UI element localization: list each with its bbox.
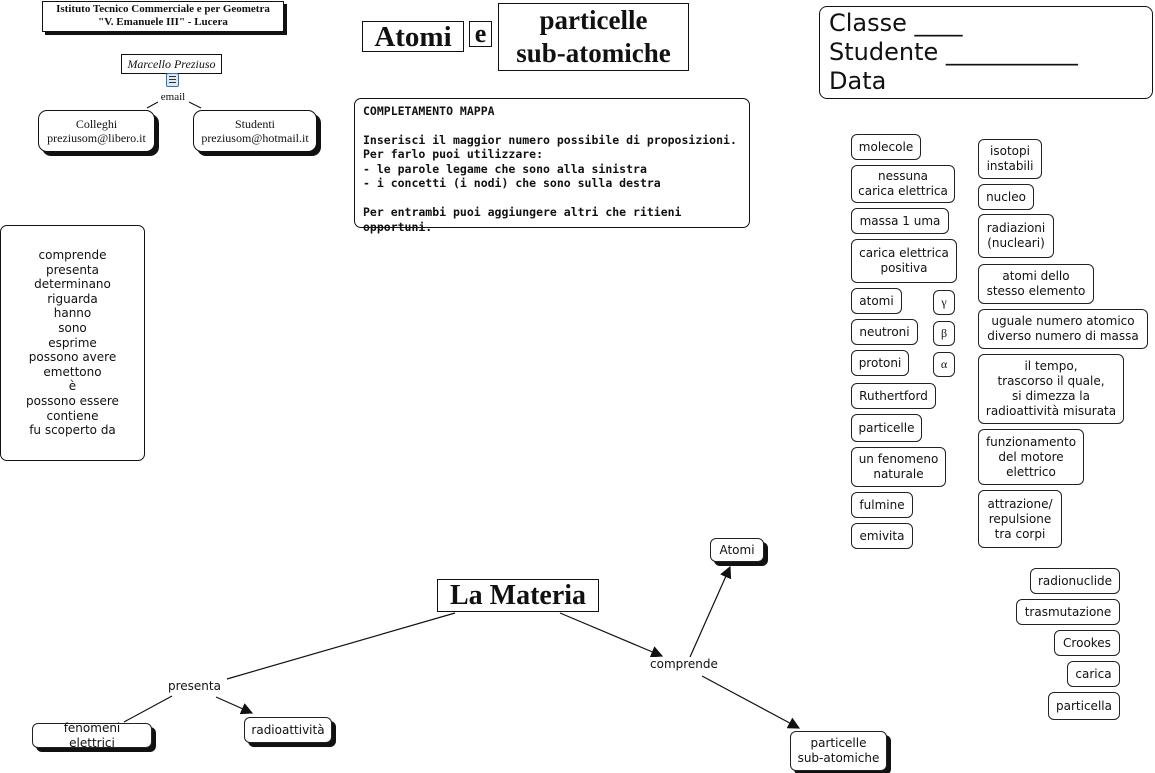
node-radioattivita[interactable]: radioattività [244,717,332,743]
link-word-item[interactable]: riguarda [47,291,98,306]
contact-email[interactable]: preziusom@libero.it [47,131,146,145]
date-field[interactable]: Data [829,67,887,95]
connector-email-studenti [188,101,202,109]
link-word-item[interactable]: è [68,379,77,394]
link-word-item[interactable]: emettono [43,364,102,379]
contact-title: Studenti [234,117,275,131]
title-e: e [469,21,492,47]
concept-node[interactable]: uguale numero atomico diverso numero di … [978,309,1148,349]
concept-node[interactable]: β [933,321,955,346]
title-particelle: particelle sub-atomiche [498,3,689,71]
node-fenomeni-elettrici[interactable]: fenomeni elettrici [32,721,152,750]
concept-node[interactable]: α [933,352,955,377]
school-name: Istituto Tecnico Commerciale e per Geome… [56,3,270,15]
map-root-node[interactable]: La Materia [437,579,599,612]
link-word-item[interactable]: possono essere [26,393,119,408]
concept-node[interactable]: attrazione/ repulsione tra corpi [978,490,1062,548]
link-word-item[interactable]: possono avere [28,350,117,365]
concept-node[interactable]: atomi [851,288,902,314]
concept-node[interactable]: il tempo, trascorso il quale, si dimezza… [978,354,1124,424]
email-label: email [160,91,186,103]
student-info-box: Classe ____ Studente ___________ Data [819,6,1153,99]
concept-node[interactable]: molecole [851,134,921,160]
connector-comprende-particelle [701,675,801,729]
connector-email-colleghi [146,101,159,109]
concept-node[interactable]: Crookes [1054,630,1120,656]
link-word-item[interactable]: comprende [38,248,107,262]
contact-studenti[interactable]: Studenti preziusom@hotmail.it [193,110,317,152]
concept-node[interactable]: neutroni [851,319,918,345]
connector-root-presenta [226,612,456,680]
concept-node[interactable]: protoni [851,350,909,376]
class-field[interactable]: Classe ____ [829,9,963,37]
school-header: Istituto Tecnico Commerciale e per Geome… [42,1,284,32]
concept-node[interactable]: nucleo [978,184,1034,210]
school-location: "V. Emanuele III" - Lucera [98,16,228,28]
concept-node[interactable]: γ [933,290,955,315]
concept-node[interactable]: massa 1 uma [851,208,949,234]
concept-node[interactable]: radionuclide [1030,568,1120,594]
link-comprende[interactable]: comprende [648,657,720,671]
concept-node[interactable]: particella [1048,692,1120,720]
concept-node[interactable]: carica [1067,661,1120,687]
contact-email[interactable]: preziusom@hotmail.it [201,131,309,145]
concept-node[interactable]: trasmutazione [1016,599,1120,625]
instructions-heading: COMPLETAMENTO MAPPA [363,104,495,118]
concept-node[interactable]: carica elettrica positiva [851,239,957,283]
email-icon[interactable] [166,73,179,87]
student-field[interactable]: Studente ___________ [829,38,1078,66]
concept-node[interactable]: Ruthertford [851,383,936,409]
concept-node[interactable]: particelle [851,414,922,442]
title-atomi: Atomi [362,21,464,53]
concept-node[interactable]: emivita [851,523,913,549]
connector-presenta-radioattivita [215,696,254,715]
concept-node[interactable]: isotopi instabili [978,139,1042,179]
connector-root-comprende [559,612,664,658]
link-presenta[interactable]: presenta [166,679,223,693]
node-particelle-sub-atomiche[interactable]: particelle sub-atomiche [790,731,887,771]
instructions-box: COMPLETAMENTO MAPPA Inserisci il maggior… [354,98,750,234]
concept-node[interactable]: atomi dello stesso elemento [978,264,1094,304]
link-word-item[interactable]: sono [58,320,87,335]
connector-comprende-atomi [689,565,732,658]
link-word-item[interactable]: presenta [46,262,99,277]
concept-node[interactable]: nessuna carica elettrica [851,165,955,203]
link-word-item[interactable]: determinano [34,277,111,292]
link-word-item[interactable]: fu scoperto da [29,423,116,438]
link-word-item[interactable]: esprime [48,335,97,350]
node-atomi[interactable]: Atomi [710,538,764,562]
contact-colleghi[interactable]: Colleghi preziusom@libero.it [38,110,155,152]
concept-node[interactable]: funzionamento del motore elettrico [978,429,1084,485]
instructions-body: Inserisci il maggior numero possibile di… [363,132,737,234]
link-word-item[interactable]: hanno [53,306,92,321]
link-word-item[interactable]: contiene [46,408,99,423]
concept-node[interactable]: fulmine [851,492,913,518]
concept-node[interactable]: radiazioni (nucleari) [978,214,1054,258]
concept-node[interactable]: un fenomeno naturale [851,447,946,487]
connector-presenta-fenomeni [123,695,173,723]
contact-title: Colleghi [75,117,118,131]
